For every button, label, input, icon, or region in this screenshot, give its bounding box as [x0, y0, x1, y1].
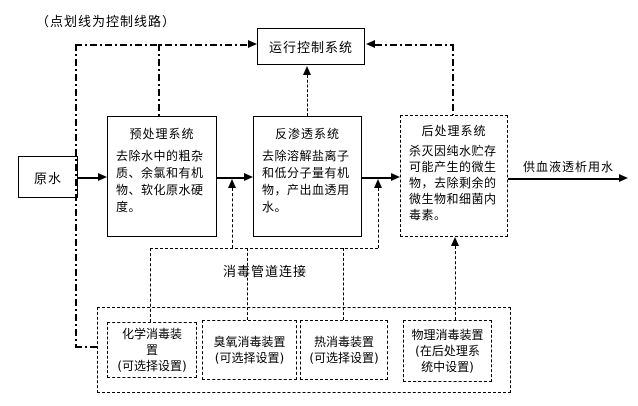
control-line-to-container [75, 346, 97, 348]
heat-disinfection-box: 热消毒装置 (可选择设置) [300, 320, 388, 380]
disinfection-pipeline-label: 消毒管道连接 [223, 265, 308, 280]
disinfection-line-to-pipe1 [232, 188, 233, 248]
control-line-left-vertical [75, 44, 77, 348]
flow-line-pre-to-ro [217, 177, 245, 179]
disinfection-line-to-chemical [150, 248, 151, 322]
disinfection-line-to-pipe2 [378, 188, 379, 248]
output-water-label: 供血液透析用水 [523, 160, 615, 174]
disinfection-line-to-heat [343, 248, 344, 320]
physical-disinfection-box: 物理消毒装置 (在后处理系 统中设置) [403, 320, 492, 382]
flow-line-output [508, 178, 620, 180]
arrowhead-up-icon [374, 179, 382, 188]
control-system-box: 运行控制系统 [257, 28, 365, 65]
posttreatment-title: 后处理系统 [421, 124, 487, 138]
control-line-to-pretreatment [158, 44, 160, 116]
arrowhead-up-icon [451, 237, 459, 246]
reverse-osmosis-title: 反渗透系统 [274, 127, 340, 141]
arrowhead-up-icon [228, 179, 236, 188]
raw-water-label: 原水 [33, 171, 62, 187]
chemical-disinfection-label: 化学消毒装 置 (可选择设置) [117, 327, 187, 373]
physical-disinfection-label: 物理消毒装置 (在后处理系 统中设置) [411, 328, 484, 374]
heat-disinfection-label: 热消毒装置 (可选择设置) [309, 335, 379, 365]
arrowhead-right-icon [248, 40, 257, 48]
control-line-ro-to-control [307, 75, 308, 116]
pretreatment-body: 去除水中的粗杂 质、余氯和有机 物、软化原水硬 度。 [116, 149, 204, 214]
pretreatment-box: 预处理系统 去除水中的粗杂 质、余氯和有机 物、软化原水硬 度。 [107, 116, 217, 237]
legend-note: （点划线为控制线路） [36, 15, 177, 30]
ozone-disinfection-label: 臭氧消毒装置 (可选择设置) [213, 335, 286, 365]
control-line-top [75, 44, 248, 46]
flow-line-raw-to-pre [78, 177, 100, 179]
arrowhead-left-icon [366, 40, 375, 48]
arrowhead-up-icon [303, 66, 311, 75]
disinfection-line-to-ozone [247, 248, 248, 320]
reverse-osmosis-box: 反渗透系统 去除溶解盐离子 和低分子量有机 物，产出血透用 水。 [253, 116, 362, 237]
arrowhead-right-icon [98, 173, 107, 181]
arrowhead-right-icon [244, 173, 253, 181]
reverse-osmosis-body: 去除溶解盐离子 和低分子量有机 物，产出血透用 水。 [262, 149, 350, 214]
arrowhead-right-icon [619, 174, 628, 182]
pretreatment-title: 预处理系统 [129, 127, 195, 141]
posttreatment-body: 杀灭因纯水贮存 可能产生的微生 物，去除剩余的 微生物和细菌内 毒素。 [409, 144, 497, 222]
raw-water-box: 原水 [18, 156, 78, 198]
flow-line-ro-to-post [362, 177, 392, 179]
disinfection-line-physical-to-post [455, 246, 456, 320]
control-line-to-posttreatment [452, 44, 454, 115]
posttreatment-box: 后处理系统 杀灭因纯水贮存 可能产生的微生 物，去除剩余的 微生物和细菌内 毒素… [400, 115, 508, 237]
chemical-disinfection-box: 化学消毒装 置 (可选择设置) [107, 322, 197, 378]
disinfection-line-horizontal [150, 248, 378, 249]
control-system-title: 运行控制系统 [268, 41, 353, 56]
arrowhead-right-icon [391, 173, 400, 181]
ozone-disinfection-box: 臭氧消毒装置 (可选择设置) [202, 320, 297, 380]
control-line-right [375, 44, 453, 46]
